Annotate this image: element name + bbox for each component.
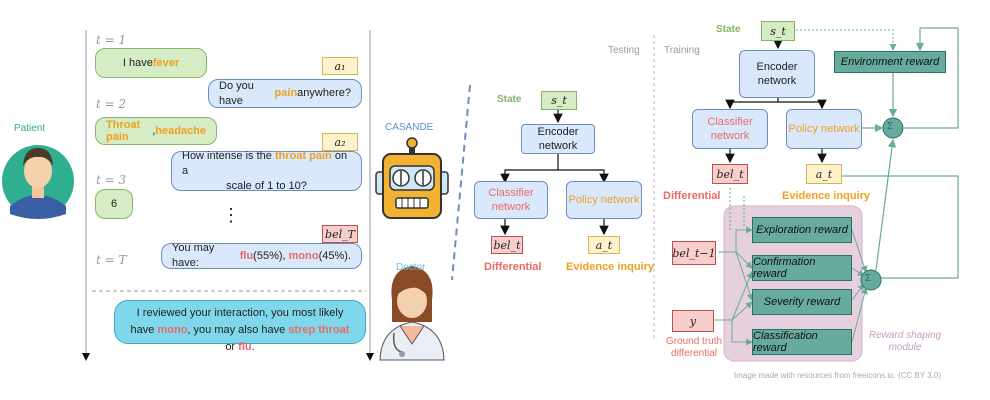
action-tag-a2: a₂ — [322, 133, 358, 151]
classification-reward-box: Classification reward — [752, 329, 852, 355]
patient-message-1: I have fever — [95, 48, 207, 78]
patient-message-3: 6 — [95, 189, 133, 219]
doctor-label: Doctor — [396, 262, 426, 273]
patient-message-2: Throat pain, headache — [95, 117, 217, 145]
doctor-message: I reviewed your interaction, you most li… — [114, 300, 366, 353]
testing-classifier-network: Classifier network — [474, 181, 548, 219]
exploration-reward-box: Exploration reward — [752, 217, 852, 243]
sum-symbol-bottom: Σ — [865, 273, 872, 284]
action-tag-a1: a₁ — [322, 57, 358, 75]
sum-circle-top — [882, 117, 904, 139]
testing-differential-label: Differential — [484, 261, 542, 273]
training-policy-network: Policy network — [786, 109, 862, 149]
training-title: Training — [664, 45, 700, 56]
time-label-t3: t = 3 — [96, 173, 127, 187]
time-label-t2: t = 2 — [96, 97, 127, 111]
testing-action-output: a_t — [588, 236, 620, 254]
severity-reward-box: Severity reward — [752, 289, 852, 315]
training-encoder-network: Encoder network — [739, 50, 815, 98]
reward-module-label: Reward shaping module — [868, 330, 942, 353]
patient-label: Patient — [14, 123, 46, 134]
training-state-label: State — [716, 24, 741, 35]
credit-text: Image made with resources from freeicons… — [734, 371, 942, 380]
agent-question-2: How intense is the throat pain on a scal… — [171, 150, 362, 192]
training-belief-output: bel_t — [712, 164, 748, 184]
sum-symbol-top: Σ — [887, 121, 894, 132]
time-label-t1: t = 1 — [96, 33, 127, 47]
training-evidence-label: Evidence inquiry — [782, 190, 871, 202]
time-label-tT: t = T — [96, 253, 127, 267]
testing-state-label: State — [497, 94, 522, 105]
doctor-icon — [379, 266, 445, 361]
testing-state-box: s_t — [541, 91, 577, 110]
ground-truth-label: Ground truth differential — [665, 336, 723, 359]
dialog-ellipsis: ⋮ — [222, 205, 240, 225]
zoom-line — [451, 84, 471, 281]
agent-question-1: Do you have pain anywhere? — [208, 79, 362, 108]
training-state-box: s_t — [761, 21, 795, 41]
patient-avatar — [2, 145, 74, 219]
training-classifier-network: Classifier network — [692, 109, 768, 149]
training-differential-label: Differential — [663, 190, 721, 202]
testing-belief-output: bel_t — [491, 236, 523, 254]
testing-title: Testing — [608, 45, 640, 56]
environment-reward-box: Environment reward — [834, 51, 946, 73]
testing-evidence-label: Evidence inquiry — [566, 261, 655, 273]
ground-truth-input: y — [672, 310, 714, 332]
testing-encoder-network: Encoder network — [521, 124, 595, 154]
confirmation-reward-box: Confirmation reward — [752, 255, 852, 281]
robot-icon — [375, 137, 449, 219]
previous-belief-input: bel_t−1 — [672, 241, 716, 265]
casande-label: CASANDE — [385, 122, 434, 133]
belief-tag-belT: bel_T — [322, 225, 358, 243]
testing-policy-network: Policy network — [566, 181, 642, 219]
training-action-output: a_t — [806, 164, 842, 184]
agent-final-diagnosis: You may have: flu (55%), mono (45%). — [161, 242, 362, 269]
sum-circle-bottom — [860, 269, 882, 291]
